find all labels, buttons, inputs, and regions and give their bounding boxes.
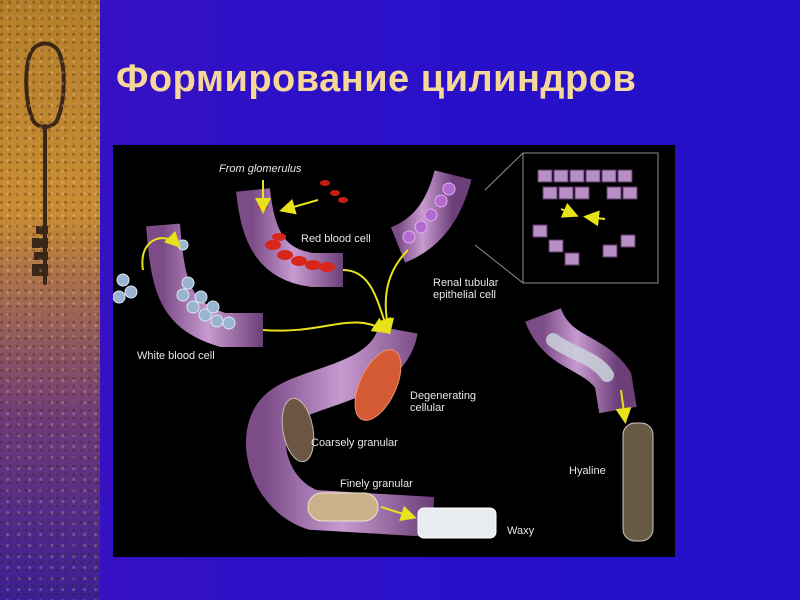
label-renal-tubular-epithelial-cell: Renal tubular epithelial cell	[433, 277, 499, 301]
arrow-wbc-to-main	[262, 317, 389, 334]
epithelium-inset-frame	[522, 152, 659, 284]
label-white-blood-cell: White blood cell	[137, 350, 215, 362]
waxy-cast	[417, 507, 497, 539]
arrow-inset-2	[583, 210, 606, 227]
cast-formation-diagram: From glomerulus Red blood cell Renal tub…	[112, 145, 675, 557]
old-key-image	[24, 41, 66, 285]
inset-connector-top	[484, 152, 524, 191]
wbc-cells	[176, 276, 236, 330]
coarsely-granular-cast	[281, 397, 315, 463]
left-decorative-strip	[0, 0, 100, 600]
free-wbc	[112, 239, 189, 304]
epithelial-cells	[402, 182, 456, 244]
arrow-hyaline	[615, 389, 632, 424]
arrow-inset	[560, 202, 579, 218]
label-degenerating-cellular: Degenerating cellular	[410, 390, 477, 414]
label-from-glomerulus: From glomerulus	[219, 163, 302, 175]
arrow-to-waxy	[380, 505, 417, 522]
slide-title: Формирование цилиндров	[116, 58, 637, 100]
hyaline-cast-in-tube	[546, 333, 614, 382]
arrow-epithelial-to-main	[378, 249, 409, 335]
label-red-blood-cell: Red blood cell	[301, 233, 371, 245]
finely-granular-cast	[307, 492, 379, 522]
label-hyaline: Hyaline	[569, 465, 606, 477]
label-coarsely-granular: Coarsely granular	[311, 437, 398, 449]
arrow-wbc-entry	[141, 230, 181, 271]
hyaline-cast	[622, 422, 654, 542]
arrows	[141, 180, 632, 522]
epithelium-inset	[532, 169, 638, 266]
diagram-svg	[112, 152, 659, 542]
label-finely-granular: Finely granular	[340, 478, 413, 490]
arrow-rbc-entry	[279, 199, 319, 215]
rbc-cluster	[265, 233, 335, 272]
degenerating-cellular-cast	[354, 349, 402, 421]
inset-connector-bottom	[474, 244, 524, 284]
label-waxy: Waxy	[507, 525, 535, 537]
